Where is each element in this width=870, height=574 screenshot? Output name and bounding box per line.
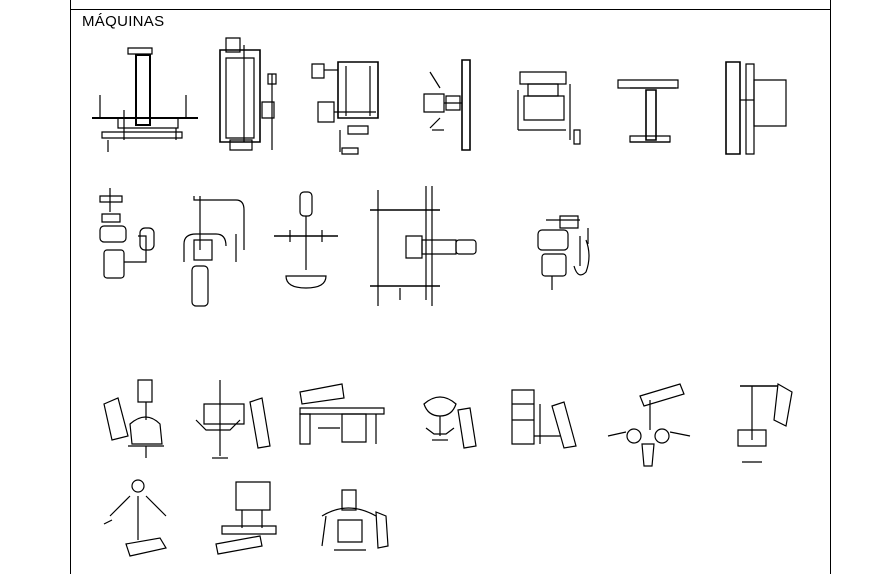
- machine-shoulder-frame[interactable]: [726, 62, 786, 154]
- machine-seated-row[interactable]: [518, 72, 580, 144]
- machine-iso-8[interactable]: [104, 480, 166, 556]
- machine-pulldown-seat[interactable]: [538, 216, 589, 290]
- machine-chest-press[interactable]: [424, 60, 470, 150]
- frame-left-border: [70, 0, 71, 574]
- machine-bench-press[interactable]: [274, 192, 338, 288]
- machine-iso-2[interactable]: [196, 380, 270, 458]
- machine-iso-7[interactable]: [738, 384, 792, 462]
- machine-cable-tower[interactable]: [220, 38, 276, 150]
- machine-leg-curl[interactable]: [100, 188, 154, 278]
- machine-squat-rack[interactable]: [92, 48, 198, 152]
- machine-iso-1[interactable]: [104, 380, 164, 458]
- machine-leg-press[interactable]: [312, 62, 378, 154]
- machine-iso-4[interactable]: [424, 397, 476, 448]
- machine-iso-5[interactable]: [512, 390, 576, 448]
- machine-iso-9[interactable]: [216, 482, 276, 554]
- section-title: MÁQUINAS: [82, 13, 165, 30]
- frame-top-border: [70, 9, 831, 10]
- machine-iso-3[interactable]: [300, 384, 384, 444]
- machine-smith-rack[interactable]: [370, 186, 476, 306]
- machine-flat-bench[interactable]: [618, 80, 678, 142]
- machine-iso-10[interactable]: [322, 490, 388, 550]
- machine-iso-6[interactable]: [608, 384, 690, 466]
- machine-abductor[interactable]: [184, 196, 244, 306]
- frame-right-border: [830, 0, 831, 574]
